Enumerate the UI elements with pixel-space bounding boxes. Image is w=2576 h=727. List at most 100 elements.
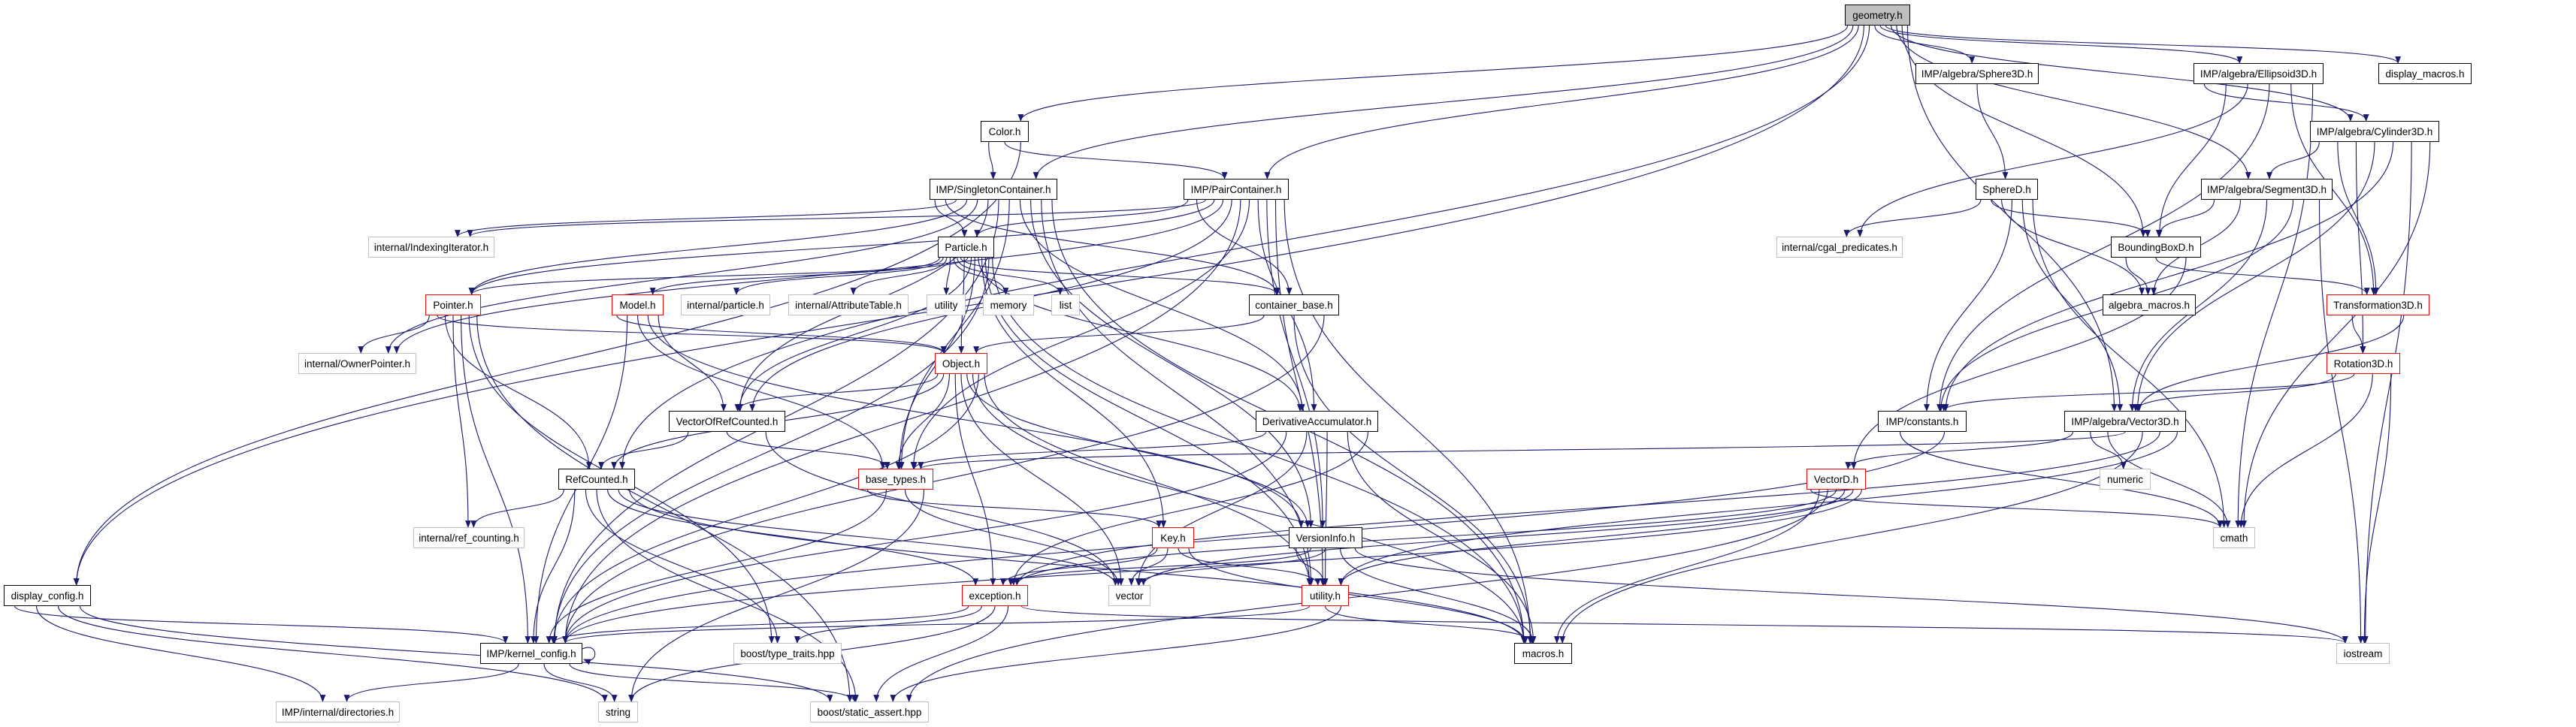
node-exception[interactable]: exception.h bbox=[962, 585, 1028, 606]
node-cmath[interactable]: cmath bbox=[2213, 527, 2255, 548]
edge-color-to-pair bbox=[1004, 141, 1228, 179]
node-macros[interactable]: macros.h bbox=[1514, 643, 1572, 664]
edge-segment3d-to-vector3d bbox=[2129, 199, 2268, 412]
node-display-config[interactable]: display_config.h bbox=[4, 585, 91, 606]
edge-pointer-to-static_assert bbox=[476, 315, 853, 702]
edge-geometry-to-cylinder3d bbox=[1891, 25, 2354, 122]
edge-particle-to-vorc bbox=[736, 257, 972, 412]
node-segment3d[interactable]: IMP/algebra/Segment3D.h bbox=[2201, 179, 2333, 200]
edge-singleton-to-indexing bbox=[455, 199, 957, 237]
node-sphere3d[interactable]: IMP/algebra/Sphere3D.h bbox=[1915, 63, 2039, 84]
node-sphered[interactable]: SphereD.h bbox=[1976, 179, 2038, 200]
edge-constants-to-cmath bbox=[1899, 431, 2224, 528]
node-transformation3d[interactable]: Transformation3D.h bbox=[2327, 294, 2429, 315]
edge-singleton-to-deriv bbox=[1019, 199, 1305, 412]
edge-model-to-base_types bbox=[636, 315, 886, 469]
node-deriv[interactable]: DerivativeAccumulator.h bbox=[1256, 411, 1378, 432]
node-pointer[interactable]: Pointer.h bbox=[425, 294, 481, 315]
node-color[interactable]: Color.h bbox=[981, 121, 1029, 142]
node-display-macros[interactable]: display_macros.h bbox=[2378, 63, 2472, 84]
edge-particle-to-model bbox=[649, 257, 940, 295]
edge-ellipsoid3d-to-cgal bbox=[1857, 83, 2248, 237]
edge-rotation3d-to-vector3d bbox=[2133, 373, 2336, 412]
edge-constants-to-kernel_config bbox=[562, 431, 1946, 644]
edge-display_config-to-static_assert bbox=[79, 605, 833, 702]
edge-vectord-to-cmath bbox=[1810, 489, 2224, 528]
edge-pair-to-pointer bbox=[468, 199, 1215, 295]
node-algebra-macros[interactable]: algebra_macros.h bbox=[2103, 294, 2196, 315]
edge-ellipsoid3d-to-constants bbox=[1937, 83, 2270, 412]
edge-cylinder3d-to-cmath bbox=[2241, 141, 2431, 528]
edge-pointer-to-ownerpointer bbox=[358, 315, 430, 354]
edge-utility_h-to-kernel_config bbox=[562, 605, 1311, 644]
edge-vorc-to-vector bbox=[765, 431, 1119, 586]
edge-bbox-to-vectord bbox=[1850, 257, 2187, 469]
edge-deriv-to-vector bbox=[1135, 431, 1308, 586]
node-ellipsoid3d[interactable]: IMP/algebra/Ellipsoid3D.h bbox=[2194, 63, 2324, 84]
edge-vector3d-to-vectord bbox=[1845, 431, 2074, 469]
edge-particle-to-iparticle bbox=[733, 257, 944, 295]
edge-cylinder3d-to-constants bbox=[1943, 141, 2394, 412]
edge-particle-to-pointer bbox=[468, 257, 969, 295]
edge-cylinder3d-to-iostream bbox=[2362, 141, 2412, 644]
node-utility-h[interactable]: utility.h bbox=[1302, 585, 1349, 606]
edge-pointer-to-object bbox=[437, 315, 947, 354]
node-kernel-config[interactable]: IMP/kernel_config.h bbox=[480, 643, 582, 664]
node-refcounted[interactable]: RefCounted.h bbox=[558, 469, 635, 490]
node-constants[interactable]: IMP/constants.h bbox=[1878, 411, 1967, 432]
edge-singleton-to-utility_h bbox=[1041, 199, 1314, 586]
node-refcounting[interactable]: internal/ref_counting.h bbox=[413, 527, 525, 548]
node-object[interactable]: Object.h bbox=[935, 353, 987, 374]
node-vector[interactable]: vector bbox=[1108, 585, 1150, 606]
node-memory[interactable]: memory bbox=[983, 294, 1034, 315]
edge-kernel_config-to-static_assert bbox=[569, 663, 857, 702]
node-indexing[interactable]: internal/IndexingIterator.h bbox=[368, 237, 494, 258]
node-iparticle[interactable]: internal/particle.h bbox=[681, 294, 770, 315]
edge-pair-to-indexing bbox=[467, 199, 1206, 237]
node-model[interactable]: Model.h bbox=[612, 294, 664, 315]
edge-deriv-to-base_types bbox=[911, 431, 1267, 469]
node-ownerpointer[interactable]: internal/OwnerPointer.h bbox=[298, 353, 416, 374]
edge-pointer-to-kernel_config bbox=[461, 315, 531, 644]
edge-geometry-to-bbox bbox=[1901, 25, 2147, 237]
node-vectord[interactable]: VectorD.h bbox=[1807, 469, 1866, 490]
edge-geometry-to-refcounted bbox=[619, 25, 1870, 469]
node-versioninfo[interactable]: VersionInfo.h bbox=[1289, 527, 1362, 548]
node-list[interactable]: list bbox=[1051, 294, 1080, 315]
edge-pair-to-macros bbox=[1283, 199, 1534, 644]
node-iostream[interactable]: iostream bbox=[2336, 643, 2390, 664]
node-directories[interactable]: IMP/internal/directories.h bbox=[276, 701, 400, 722]
edge-singleton-to-container_base bbox=[945, 199, 1280, 295]
node-base-types[interactable]: base_types.h bbox=[858, 469, 933, 490]
node-rotation3d[interactable]: Rotation3D.h bbox=[2327, 353, 2400, 374]
node-bbox[interactable]: BoundingBoxD.h bbox=[2111, 237, 2201, 258]
node-string[interactable]: string bbox=[598, 701, 638, 722]
edge-sphered-to-cgal bbox=[1843, 199, 1982, 237]
edge-object-to-macros bbox=[972, 373, 1527, 644]
node-attrtable[interactable]: internal/AttributeTable.h bbox=[788, 294, 909, 315]
node-cylinder3d[interactable]: IMP/algebra/Cylinder3D.h bbox=[2310, 121, 2439, 142]
node-pair[interactable]: IMP/PairContainer.h bbox=[1184, 179, 1289, 200]
edge-geometry-to-singleton bbox=[1033, 25, 1854, 179]
edge-particle-to-kernel_config bbox=[551, 257, 990, 644]
edge-object-to-kernel_config bbox=[550, 373, 979, 644]
edge-vectord-to-static_assert bbox=[906, 489, 1828, 702]
edge-transformation3d-to-vector3d bbox=[2136, 315, 2405, 412]
node-numeric[interactable]: numeric bbox=[2100, 469, 2151, 490]
node-vector3d[interactable]: IMP/algebra/Vector3D.h bbox=[2064, 411, 2186, 432]
node-particle[interactable]: Particle.h bbox=[938, 237, 994, 258]
node-utility[interactable]: utility bbox=[927, 294, 966, 315]
node-type-traits[interactable]: boost/type_traits.hpp bbox=[733, 643, 842, 664]
edge-key-to-utility_h bbox=[1178, 548, 1321, 586]
edge-container_base-to-macros bbox=[1293, 315, 1534, 644]
node-key[interactable]: Key.h bbox=[1152, 527, 1194, 548]
edge-sphered-to-algebra_macros bbox=[2001, 199, 2145, 295]
edge-geometry-to-pair bbox=[1264, 25, 1859, 179]
node-container-base[interactable]: container_base.h bbox=[1249, 294, 1339, 315]
node-vorc[interactable]: VectorOfRefCounted.h bbox=[669, 411, 785, 432]
node-static-assert[interactable]: boost/static_assert.hpp bbox=[810, 701, 929, 722]
edge-utility_h-to-macros bbox=[1324, 605, 1535, 644]
node-geometry[interactable]: geometry.h bbox=[1845, 5, 1910, 26]
node-singleton[interactable]: IMP/SingletonContainer.h bbox=[930, 179, 1057, 200]
node-cgal[interactable]: internal/cgal_predicates.h bbox=[1776, 237, 1903, 258]
